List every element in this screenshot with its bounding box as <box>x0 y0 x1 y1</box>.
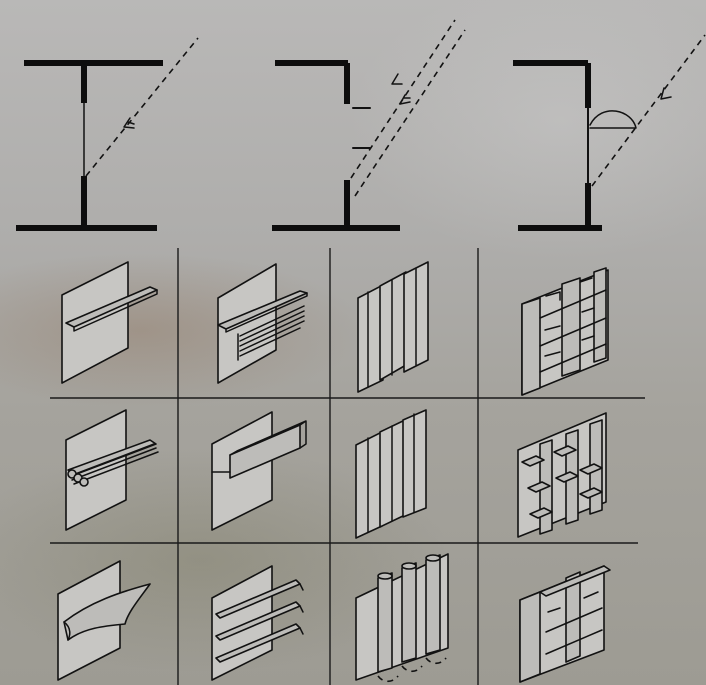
wall-shelf-curved-icon <box>58 561 150 680</box>
door-opening-sliding-icon <box>16 38 198 228</box>
wall-panels-folded-icon <box>358 262 428 392</box>
wall-cabinet-grid-icon <box>522 268 608 395</box>
wall-rods-icon <box>66 410 158 530</box>
wall-shelf-stacked-icon <box>218 264 307 383</box>
wall-rail-icon <box>212 412 306 530</box>
wall-cylinders-icon <box>356 554 448 681</box>
wall-shelf-trays-icon <box>212 566 303 680</box>
wall-shelf-single-icon <box>62 262 157 383</box>
wall-column-shelves-icon <box>518 413 606 537</box>
wall-panels-wide-icon <box>356 410 426 538</box>
door-opening-pivot-double-icon <box>272 20 465 228</box>
wall-bookcase-icon <box>520 566 610 682</box>
door-opening-swing-icon <box>513 35 705 228</box>
